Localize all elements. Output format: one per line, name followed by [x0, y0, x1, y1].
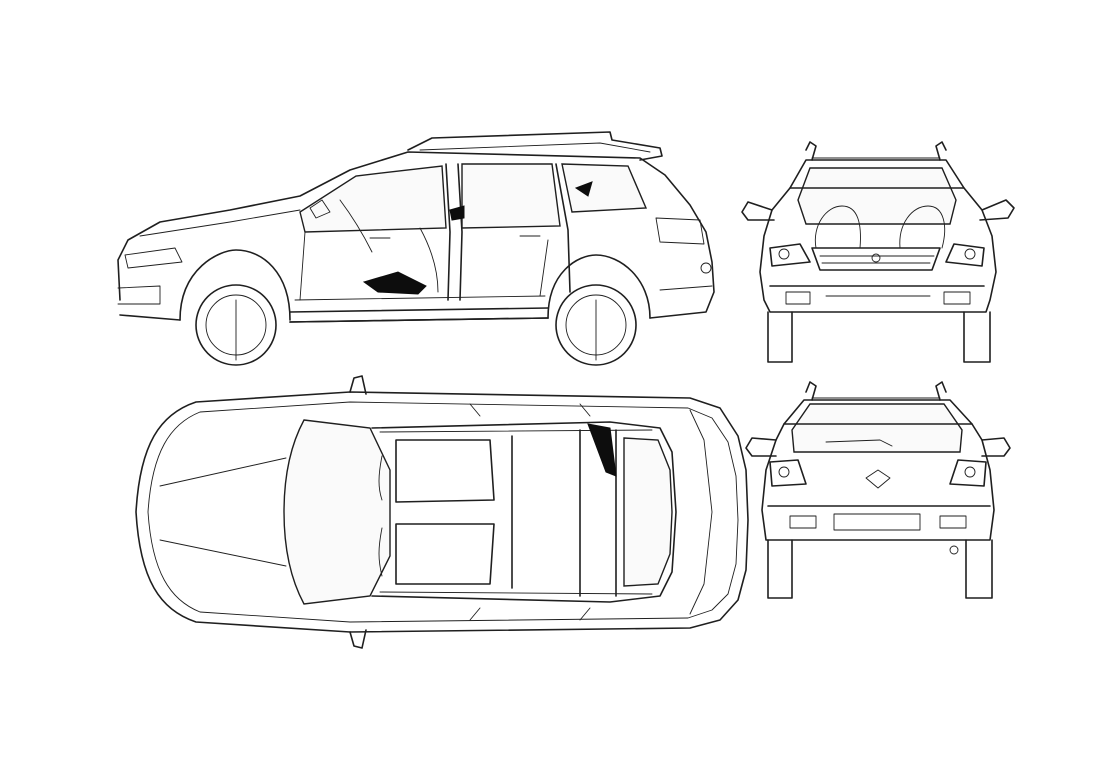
car-side-view-icon	[117, 131, 715, 366]
blueprint-canvas	[117, 131, 1015, 649]
car-top-view-icon	[135, 375, 749, 649]
car-rear-view-icon	[745, 381, 1011, 599]
car-front-view-icon	[741, 141, 1015, 363]
